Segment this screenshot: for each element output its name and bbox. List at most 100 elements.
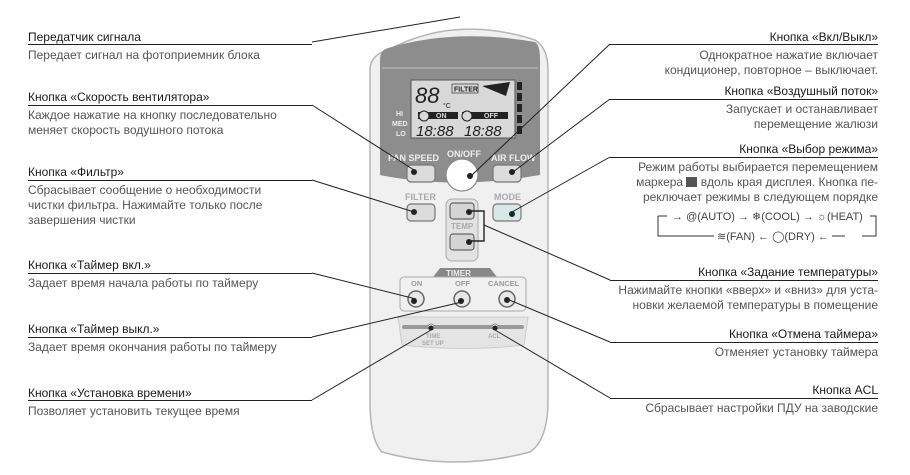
desc-line: завершения чистки (28, 213, 136, 227)
desc-line: реключает режимы в следующем порядке (642, 190, 878, 204)
desc-line: чистки фильтра. Нажимайте только после (28, 198, 263, 212)
rule-timer-cancel (610, 342, 878, 343)
fan-speed-label: FAN SPEED (388, 153, 440, 163)
desc-line: Каждое нажатие на кнопку последовательно (28, 108, 277, 122)
callout-title: Кнопка ACL (812, 383, 878, 397)
leader-temp-bracket (470, 210, 485, 242)
lcd-off-clock-icon (461, 110, 473, 122)
arrow-icon: ← (817, 231, 829, 243)
callout-acl: Кнопка ACL Сбрасывает настройки ПДУ на з… (580, 383, 878, 416)
lcd-on-time: 18:88 (416, 123, 454, 140)
cool-mode-icon: ❄ (752, 211, 762, 223)
callout-timer-on: Кнопка «Таймер вкл.» Задает время начала… (28, 258, 313, 291)
leader-time-setup (311, 329, 432, 401)
callout-title: Кнопка «Выбор режима» (739, 142, 878, 156)
rule-mode (610, 157, 878, 158)
callout-time-setup: Кнопка «Установка времени» Позволяет уст… (28, 386, 313, 419)
callout-desc: Позволяет установить текущее время (28, 404, 240, 418)
callout-mode: Кнопка «Выбор режима» Режим работы выбир… (580, 142, 878, 205)
lcd-on-clock-icon (418, 110, 430, 122)
rule-time-setup (28, 400, 312, 401)
timer-label: TIMER (446, 269, 471, 278)
mode-label: (HEAT) (826, 211, 863, 223)
arrow-icon: → (802, 211, 814, 223)
arrow-icon: → (672, 211, 683, 223)
timer-group-frame (399, 276, 527, 312)
rule-air-flow (610, 99, 878, 100)
acl-label: ACL (488, 334, 501, 340)
callout-timer-cancel: Кнопка «Отмена таймера» Отменяет установ… (580, 327, 878, 360)
desc-line: новки желаемой температуры в помещение (632, 298, 878, 312)
lcd-filter-box (451, 83, 479, 94)
rule-timer-off (28, 337, 312, 338)
desc-text: вдоль края дисплея. Кнопка пе- (700, 175, 878, 189)
fan-mode-icon: ≋ (717, 231, 727, 243)
callout-title: Кнопка «Установка времени» (28, 386, 192, 400)
leader-timer-cancel (506, 298, 611, 343)
mode-label: (FAN) (726, 231, 755, 243)
mode-cycle-row-1: → @(AUTO) → ❄(COOL) → ☼(HEAT) (672, 210, 863, 223)
callout-desc: Передает сигнал на фотоприемник блока (28, 48, 260, 62)
button-marker-dots (411, 169, 515, 331)
rule-timer-on (28, 273, 312, 274)
callout-desc: Режим работы выбирается перемещением мар… (580, 160, 878, 205)
leader-air-flow (512, 98, 611, 173)
heat-mode-icon: ☼ (816, 211, 827, 223)
auto-mode-icon: @ (686, 211, 698, 223)
desc-line: Запускает и останавливает (725, 102, 878, 116)
leader-timer-off (311, 301, 463, 338)
callout-air-flow: Кнопка «Воздушный поток» Запускает и ост… (580, 84, 878, 132)
callout-desc: Задает время окончания работы по таймеру (28, 340, 277, 354)
leader-mode (511, 156, 611, 213)
fan-speed-button[interactable] (406, 164, 436, 183)
callout-title: Кнопка «Задание температуры» (698, 265, 878, 279)
mode-label: (COOL) (761, 211, 800, 223)
rule-on-off (610, 44, 878, 45)
lcd-mode-markers (517, 82, 522, 134)
leader-temp (483, 224, 611, 281)
callout-desc: Сбрасывает настройки ПДУ на заводские (645, 401, 878, 415)
temp-label: TEMP (451, 222, 474, 231)
on-off-button[interactable] (445, 158, 479, 192)
lcd-fan-med: MED (392, 121, 408, 128)
lcd-airflow-fan-icon (482, 82, 510, 96)
lcd-filter-label: FILTER (454, 87, 478, 94)
dry-mode-icon: ◯ (772, 231, 785, 243)
desc-text: маркера (636, 175, 684, 189)
rule-temp (610, 280, 878, 281)
filter-button[interactable] (406, 203, 436, 222)
air-flow-label: AIR FLOW (491, 153, 536, 163)
mode-cycle-row-2: ≋(FAN) ← ◯(DRY) ← (714, 230, 832, 243)
leader-acl (494, 329, 611, 399)
leader-timer-on (311, 272, 417, 300)
callout-fan-speed: Кнопка «Скорость вентилятора» Каждое наж… (28, 90, 313, 138)
callout-on-off: Кнопка «Вкл/Выкл» Однократное нажатие вк… (580, 30, 878, 78)
mode-label: (DRY) (784, 231, 815, 243)
temp-down-button[interactable] (449, 233, 475, 251)
desc-line: маркера вдоль края дисплея. Кнопка пе- (580, 175, 878, 190)
leader-on-off (471, 43, 611, 176)
callout-filter: Кнопка «Фильтр» Сбрасывает сообщение о н… (28, 165, 313, 228)
desc-line: меняет скорость водушного потока (28, 123, 224, 137)
callout-transmitter: Передатчик сигнала Передает сигнал на фо… (28, 30, 313, 63)
mode-label: MODE (494, 192, 521, 202)
callout-desc: Нажимайте кнопки «вверх» и «вниз» для ус… (580, 283, 878, 313)
timer-off-label: OFF (455, 279, 470, 288)
lcd-off-time: 18:88 (464, 123, 502, 140)
timer-on-label: ON (411, 279, 422, 288)
mode-button[interactable] (492, 203, 522, 222)
leader-transmitter (311, 16, 461, 43)
callout-title: Кнопка «Отмена таймера» (728, 327, 878, 341)
lcd-fan-hi: HI (396, 111, 403, 118)
callout-title: Кнопка «Таймер выкл.» (28, 322, 160, 336)
desc-line: Однократное нажатие включает (699, 48, 878, 62)
lcd-on-bar (418, 112, 458, 119)
time-setup-label-2: SET UP (422, 341, 444, 347)
lcd-off-label: OFF (484, 113, 499, 120)
lcd-temp-unit: °C (443, 102, 451, 110)
air-flow-button[interactable] (492, 164, 522, 183)
